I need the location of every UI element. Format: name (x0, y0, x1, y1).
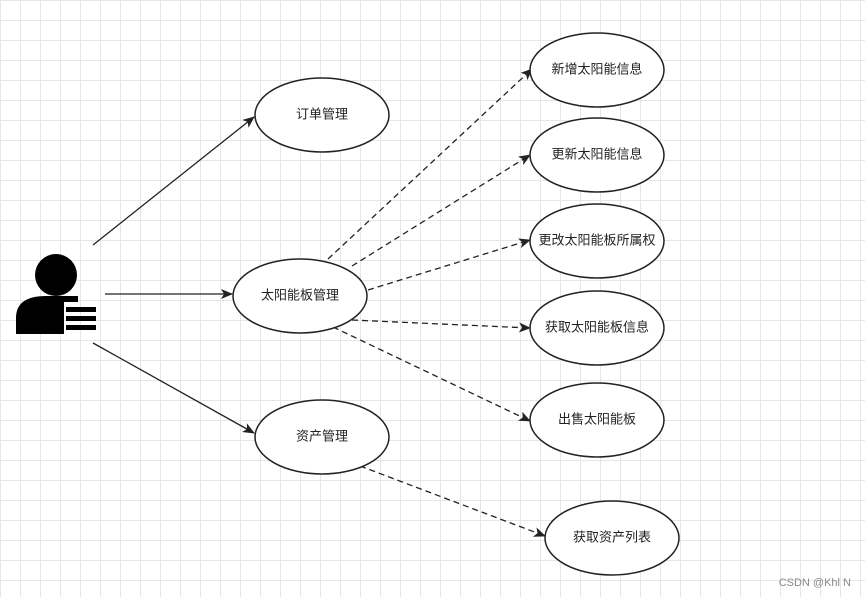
arrow-asset-to-list (359, 465, 546, 537)
usecase-asset-mgmt (254, 399, 390, 475)
usecase-add-info (529, 32, 665, 108)
label-asset-mgmt: 资产管理 (296, 430, 348, 445)
usecase-panel-mgmt (232, 258, 368, 334)
label-add-info: 新增太阳能信息 (551, 62, 642, 78)
usecase-sell-panel (529, 382, 665, 458)
watermark: CSDN @Khl N (778, 577, 851, 589)
usecase-update-info (529, 117, 665, 193)
arrow-panel-to-get-info (351, 319, 531, 333)
label-get-info: 获取太阳能板信息 (545, 320, 649, 336)
label-get-asset-list: 获取资产列表 (573, 531, 651, 546)
arrow-actor-to-asset (92, 342, 255, 434)
usecase-change-owner (529, 203, 665, 279)
usecase-get-info (529, 290, 665, 366)
usecase-order-mgmt (254, 77, 390, 153)
arrow-actor-to-order (92, 116, 255, 246)
user-icon (16, 254, 96, 334)
arrow-panel-to-update-info (351, 154, 531, 267)
arrow-panel-to-add-info (327, 68, 533, 260)
arrow-panel-to-sell (332, 326, 531, 422)
usecase-get-asset-list (544, 500, 680, 576)
label-update-info: 更新太阳能信息 (551, 147, 642, 163)
label-panel-mgmt: 太阳能板管理 (261, 289, 339, 304)
label-order-mgmt: 订单管理 (296, 108, 348, 123)
arrow-panel-to-change-owner (367, 238, 531, 291)
label-change-owner: 更改太阳能板所属权 (538, 233, 655, 249)
label-sell-panel: 出售太阳能板 (558, 412, 636, 428)
